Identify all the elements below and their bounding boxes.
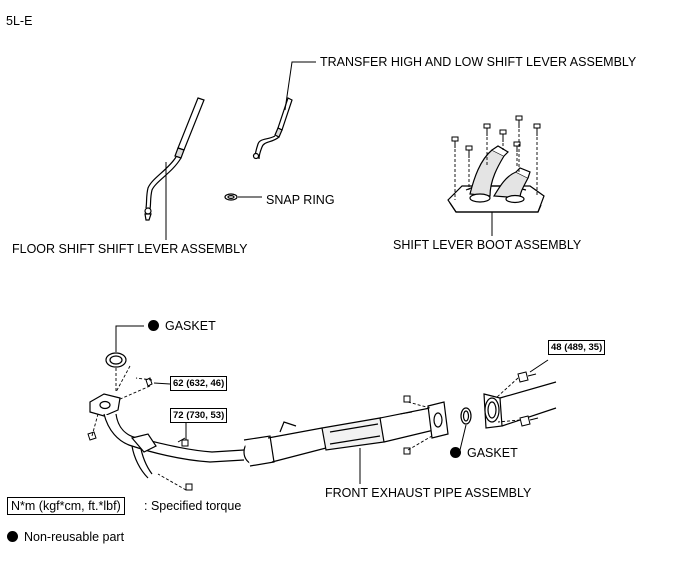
label-front-exhaust-pipe: FRONT EXHAUST PIPE ASSEMBLY <box>325 486 532 500</box>
torque-72: 72 (730, 53) <box>170 408 228 423</box>
gasket-right-text: GASKET <box>467 446 518 460</box>
label-transfer-lever: TRANSFER HIGH AND LOW SHIFT LEVER ASSEMB… <box>320 55 637 69</box>
transfer-lever-illustration <box>252 97 293 160</box>
label-snap-ring: SNAP RING <box>266 193 335 207</box>
nonreusable-dot-icon <box>148 320 159 331</box>
label-shift-lever-boot: SHIFT LEVER BOOT ASSEMBLY <box>393 238 582 252</box>
nonreusable-dot-icon <box>450 447 461 458</box>
label-gasket-right: GASKET <box>450 446 518 460</box>
gasket-top-text: GASKET <box>165 319 216 333</box>
label-floor-shift-lever: FLOOR SHIFT SHIFT LEVER ASSEMBLY <box>12 242 248 256</box>
shift-lever-boot-illustration <box>447 115 545 213</box>
legend-torque-text: : Specified torque <box>144 499 242 513</box>
snap-ring-illustration <box>224 193 238 201</box>
label-gasket-top: GASKET <box>148 319 216 333</box>
nonreusable-dot-icon <box>7 531 18 542</box>
variant-code: 5L-E <box>6 14 33 28</box>
exhaust-illustration <box>87 325 557 491</box>
floor-shift-lever-illustration <box>144 97 205 221</box>
legend-torque-unit: N*m (kgf*cm, ft.*lbf) <box>7 497 125 515</box>
torque-48: 48 (489, 35) <box>548 340 606 355</box>
torque-62: 62 (632, 46) <box>170 376 228 391</box>
legend-nonreusable-text: Non-reusable part <box>24 530 125 544</box>
legend-nonreusable: Non-reusable part <box>7 530 124 544</box>
